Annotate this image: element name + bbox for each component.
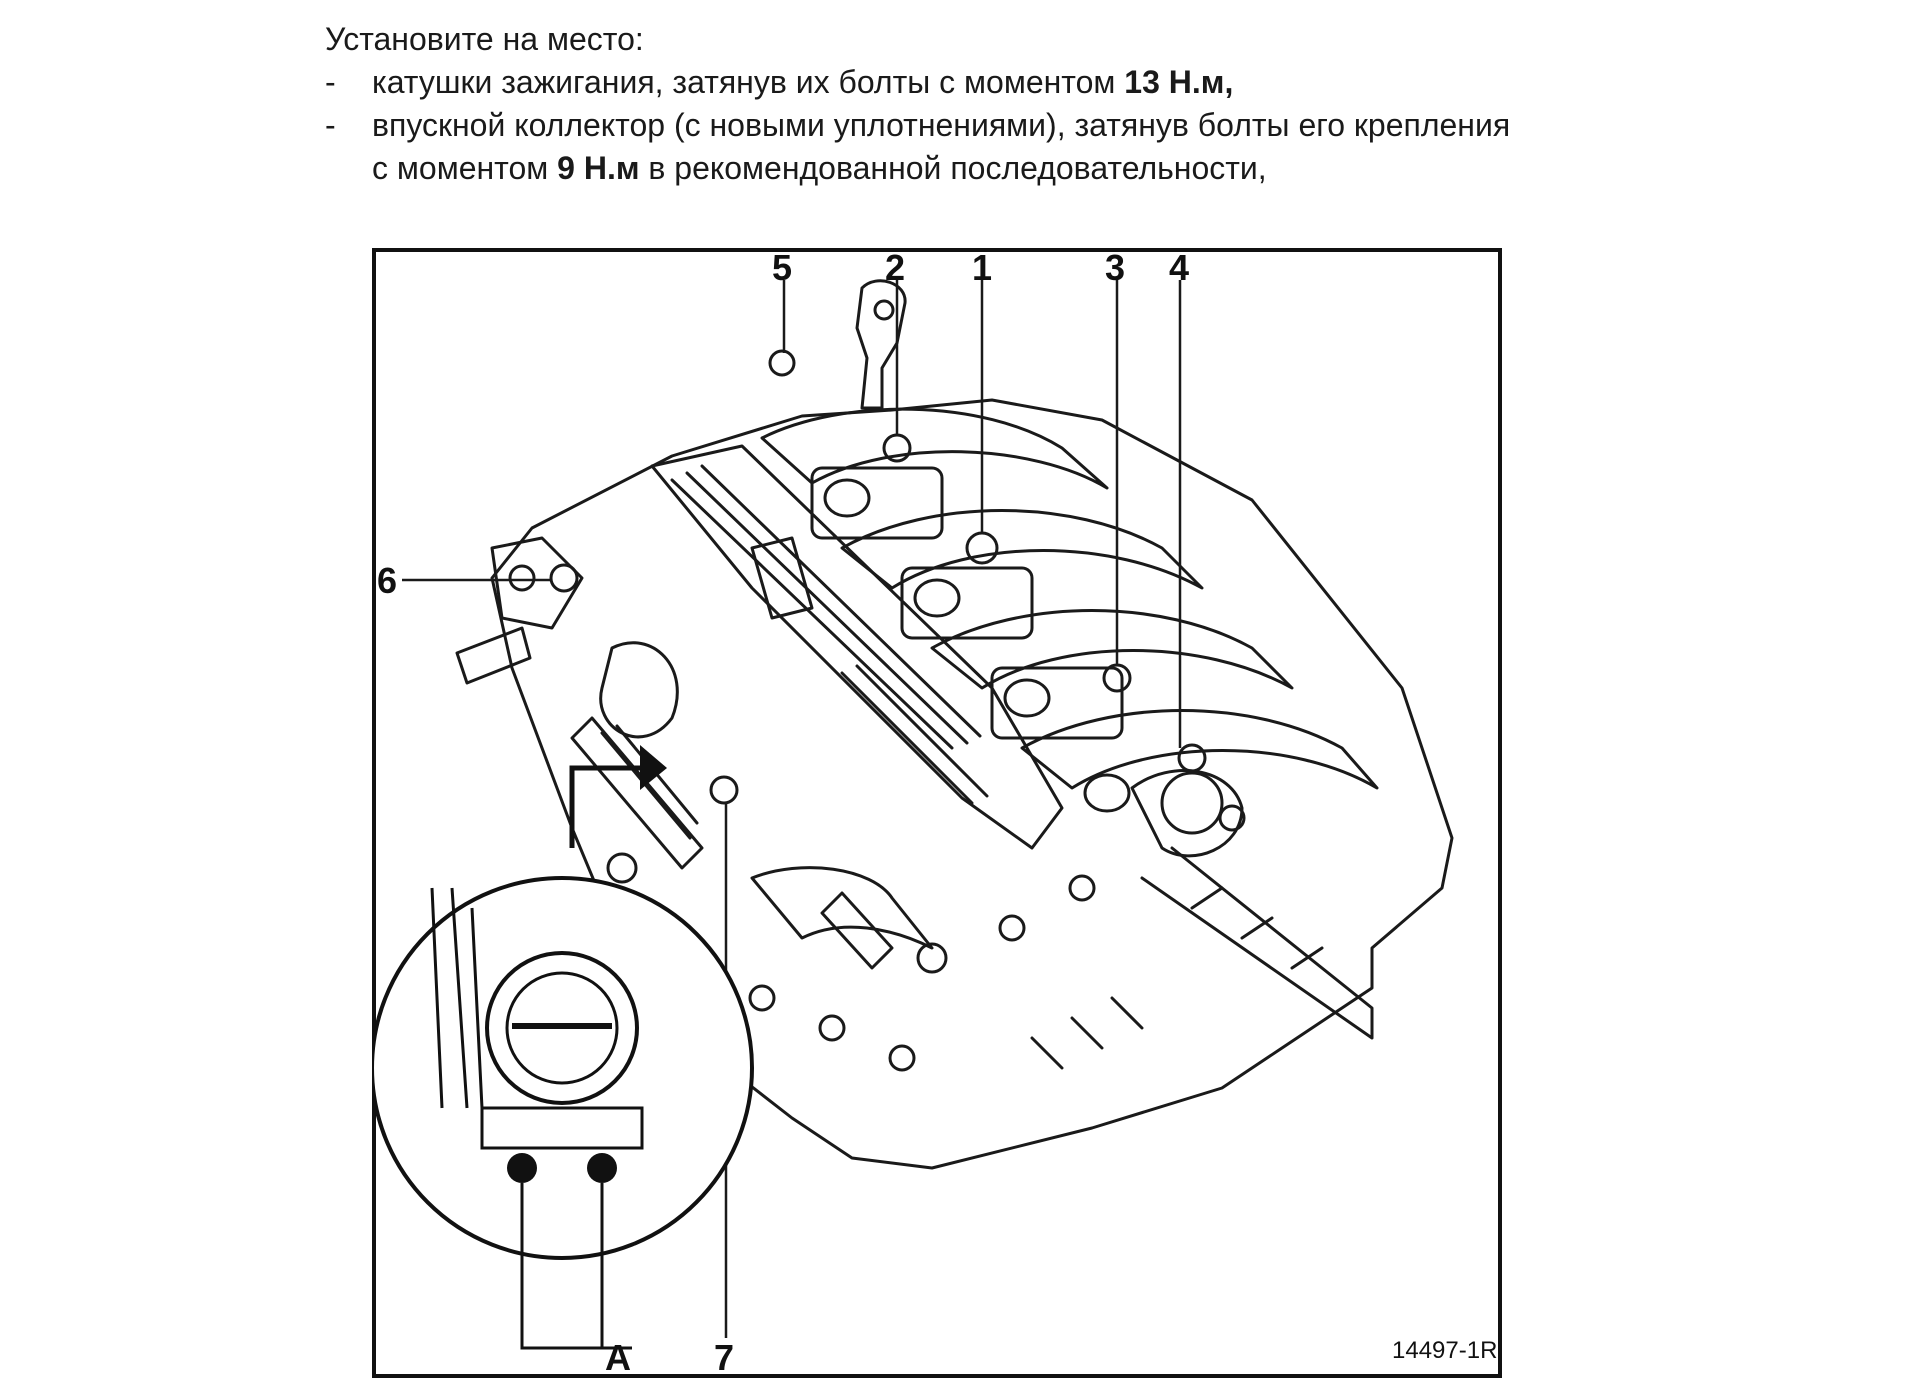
engine-outline (455, 279, 1454, 1170)
callout-A: A (605, 1337, 631, 1378)
engine-illustration: 5 2 1 3 4 6 7 A 14497-1R (372, 248, 1502, 1378)
callout-7: 7 (714, 1337, 734, 1378)
callout-5: 5 (772, 248, 792, 288)
list-item-intake-manifold: -впускной коллектор (с новыми уплотнения… (325, 104, 1525, 190)
instruction-text: Установите на место: -катушки зажигания,… (325, 18, 1525, 190)
list-dash: - (325, 64, 336, 100)
torque-value: 9 Н.м (557, 150, 640, 186)
list-dash: - (325, 107, 336, 143)
torque-value: 13 Н.м, (1124, 64, 1234, 100)
callout-2: 2 (885, 248, 905, 288)
list-item-ignition-coils: -катушки зажигания, затянув их болты с м… (325, 61, 1525, 104)
callout-labels: 5 2 1 3 4 6 7 A (377, 248, 1189, 1378)
engine-drawing: 5 2 1 3 4 6 7 A 14497-1R (372, 248, 1502, 1378)
callout-6: 6 (377, 560, 397, 601)
item-text-after: в рекомендованной последовательности, (639, 150, 1267, 186)
callout-4: 4 (1169, 248, 1189, 288)
callout-1: 1 (972, 248, 992, 288)
inset-detail (372, 745, 754, 1350)
item-text: впускной коллектор (с новыми уплотнениям… (372, 107, 1511, 186)
callout-3: 3 (1105, 248, 1125, 288)
intro-line: Установите на место: (325, 21, 644, 57)
item-text: катушки зажигания, затянув их болты с мо… (372, 64, 1125, 100)
figure-reference: 14497-1R (1392, 1337, 1497, 1364)
